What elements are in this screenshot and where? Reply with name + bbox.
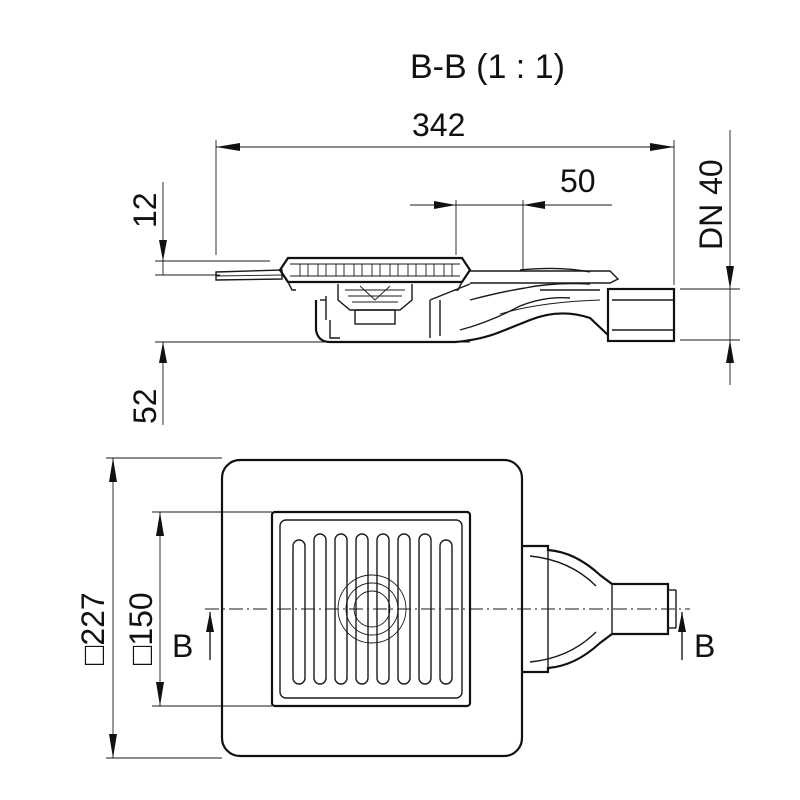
grate-section [278, 256, 472, 291]
drain-body-outline [220, 458, 524, 758]
dimension-outer-square-label: □227 [75, 592, 111, 665]
dimension-body-depth-label: 52 [127, 388, 163, 424]
dimension-outlet: DN 40 [680, 130, 740, 385]
section-marker-right-label: B [694, 628, 715, 664]
section-view: B-B (1 : 1) 342 50 DN 40 [127, 48, 740, 425]
dimension-body-depth: 52 [127, 341, 470, 425]
dimension-grate-offset-label: 50 [560, 163, 596, 199]
section-title: B-B (1 : 1) [410, 48, 565, 86]
trap-insert [320, 284, 413, 325]
grate-plan [270, 510, 472, 708]
dimension-grate-square: □150 [123, 511, 272, 707]
dimension-grate-offset: 50 [410, 163, 612, 270]
dimension-grate-square-label: □150 [123, 592, 159, 665]
section-marker-right: B [678, 612, 715, 664]
plan-view: □227 □150 B B [75, 457, 715, 759]
dimension-outer-square: □227 [75, 457, 222, 759]
outlet-plan [522, 544, 677, 674]
section-marker-left: B [172, 612, 214, 664]
dimension-overall-length: 342 [215, 107, 675, 285]
dimension-overall-length-label: 342 [412, 107, 465, 143]
drain-body [314, 267, 676, 344]
dimension-flange-height: 12 [127, 182, 270, 276]
section-marker-left-label: B [172, 628, 193, 664]
dimension-flange-height-label: 12 [127, 192, 163, 228]
dimension-outlet-label: DN 40 [693, 159, 729, 250]
